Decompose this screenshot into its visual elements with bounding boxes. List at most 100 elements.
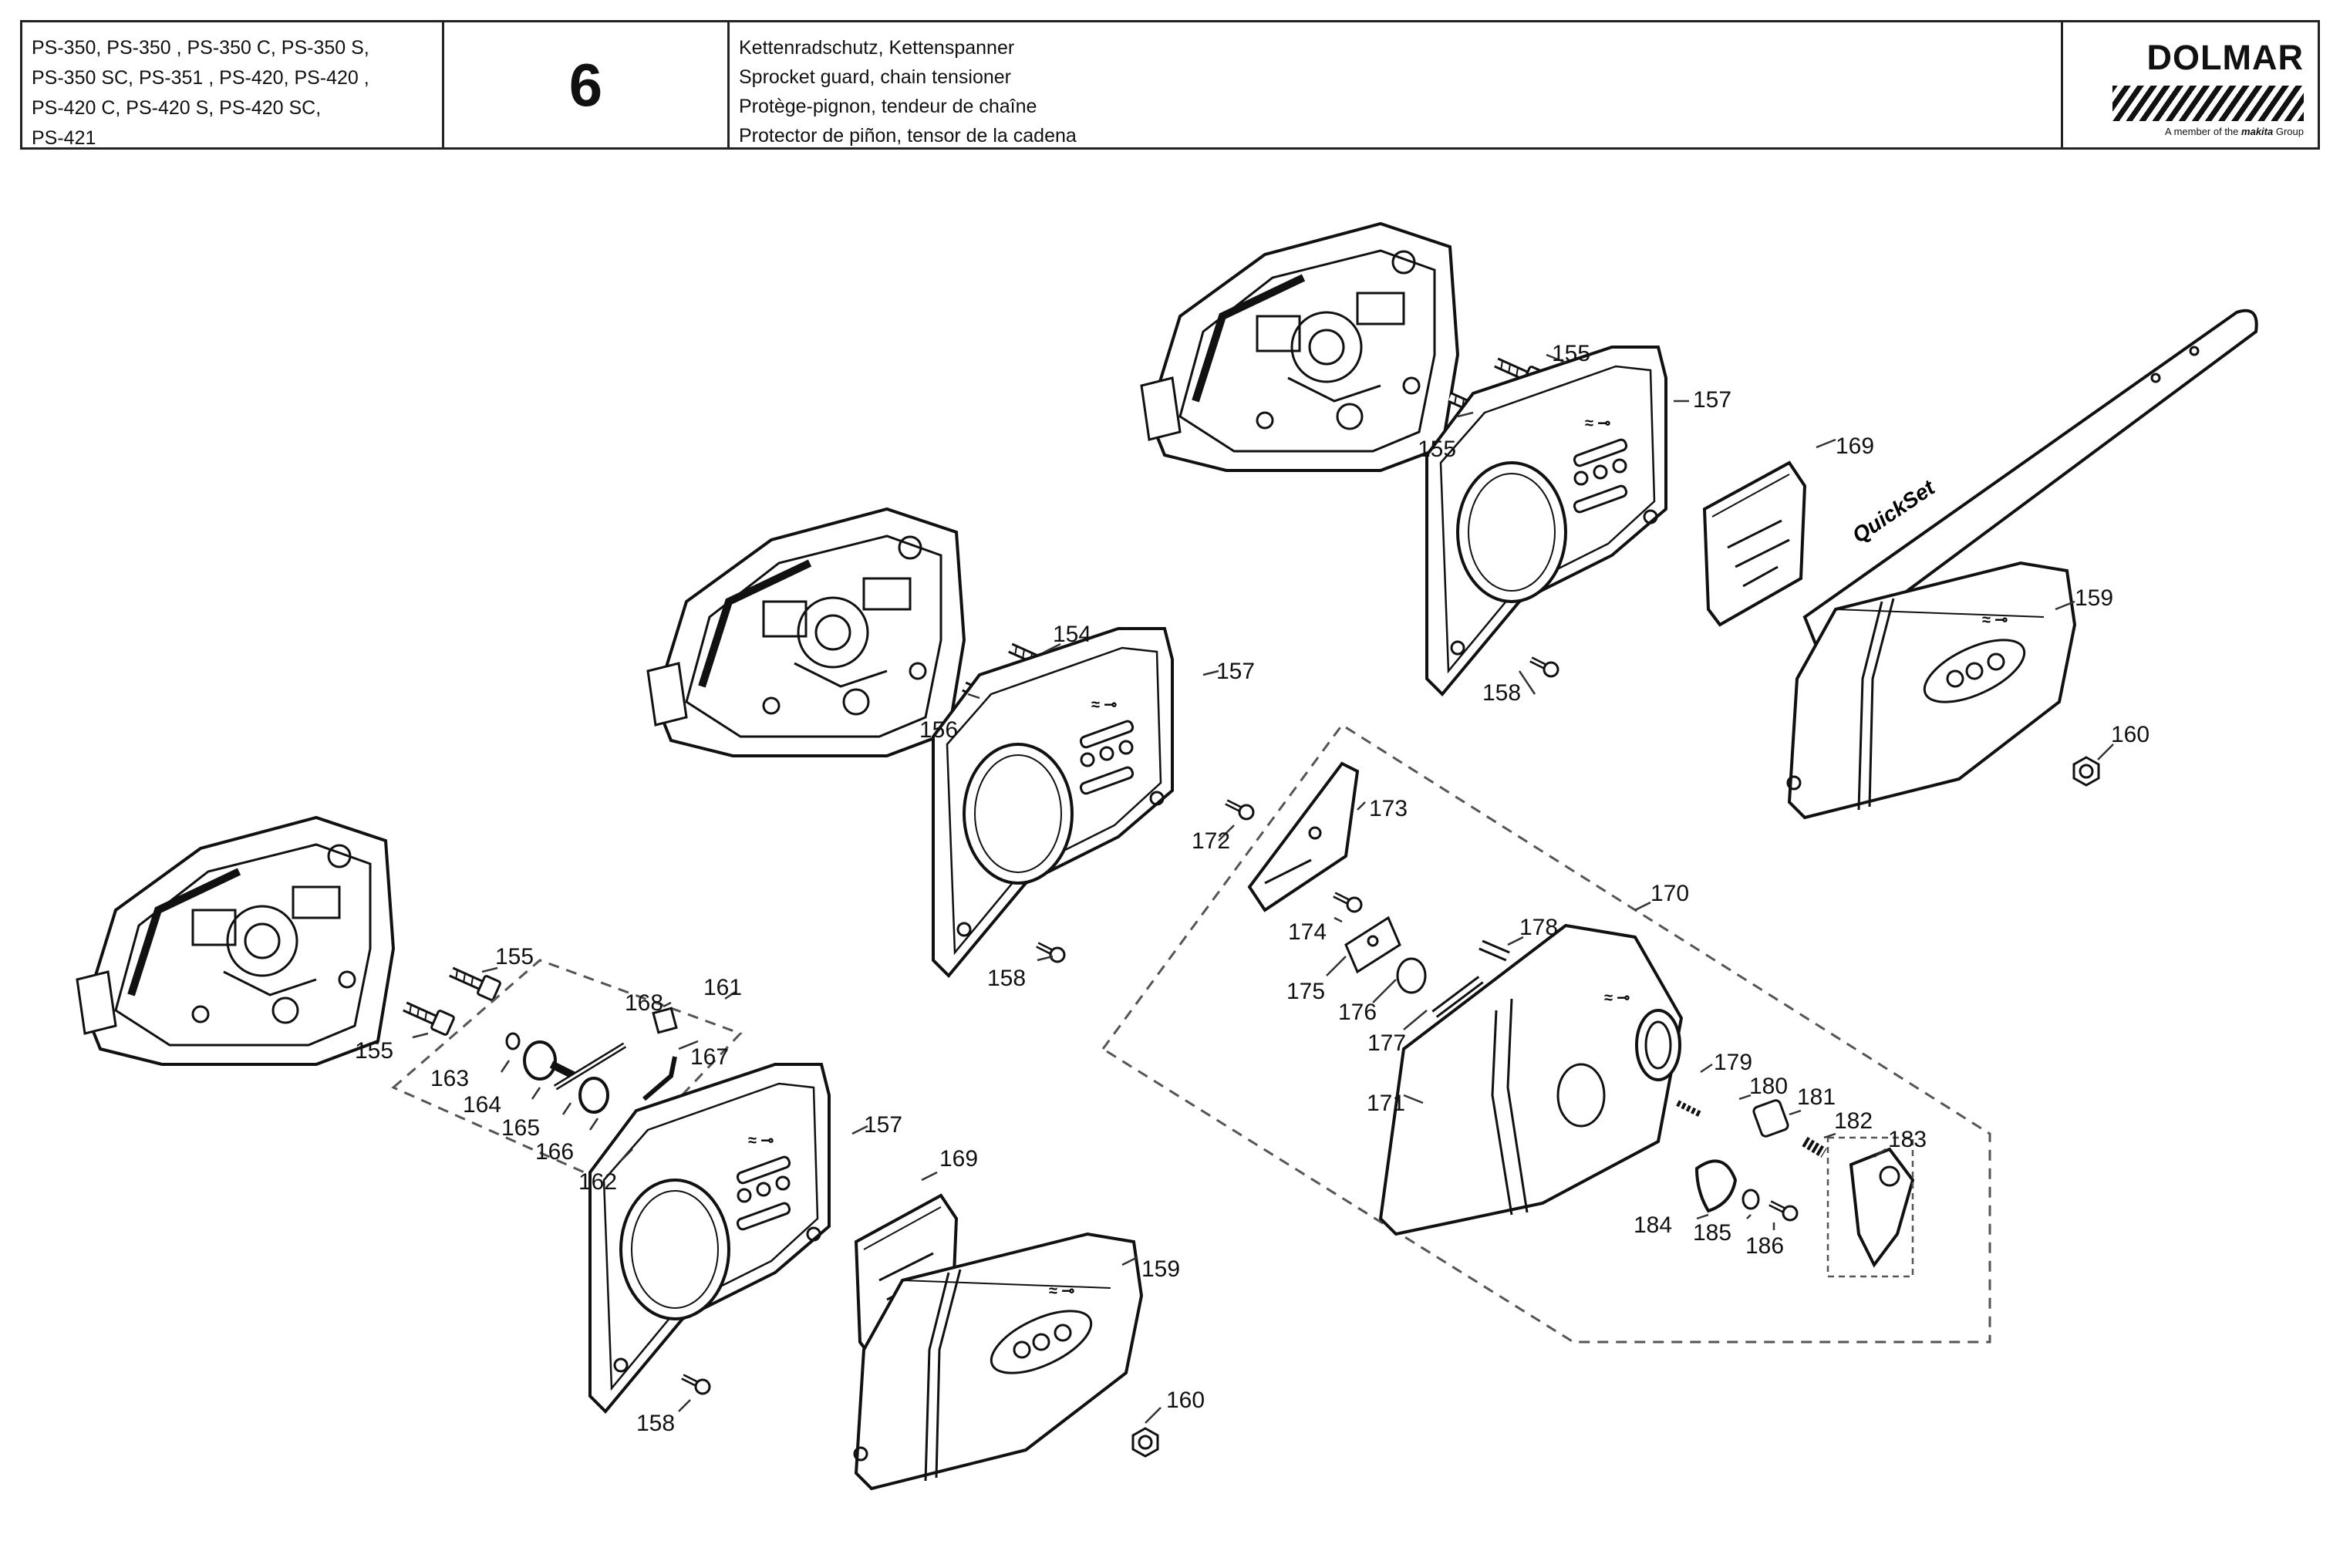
part-label-158: 158 bbox=[1482, 680, 1521, 706]
part-label-164: 164 bbox=[463, 1092, 501, 1118]
cover-nut bbox=[1131, 1427, 1159, 1458]
tensioner-screw-rod bbox=[553, 1042, 627, 1091]
model-line: PS-350 SC, PS-351 , PS-420, PS-420 , bbox=[32, 67, 369, 89]
brand-stripes-icon bbox=[2112, 86, 2304, 121]
engine-housing bbox=[77, 818, 393, 1064]
brand-name: DOLMAR bbox=[2146, 38, 2304, 77]
tensioner-hook bbox=[642, 1056, 677, 1101]
tensioner-pin bbox=[1479, 939, 1510, 962]
plate-screw bbox=[683, 1377, 710, 1394]
part-label-158: 158 bbox=[987, 966, 1026, 991]
part-label-155: 155 bbox=[355, 1038, 393, 1064]
tensioner-spring bbox=[1802, 1136, 1827, 1158]
part-label-180: 180 bbox=[1749, 1074, 1788, 1099]
engine-housing bbox=[1141, 224, 1458, 470]
brand-sub-suffix: Group bbox=[2275, 126, 2304, 137]
part-label-171: 171 bbox=[1367, 1091, 1405, 1116]
section-titles: Kettenradschutz, Kettenspanner Sprocket … bbox=[730, 22, 2063, 147]
part-label-166: 166 bbox=[535, 1139, 574, 1165]
tensioner-gear bbox=[523, 1040, 577, 1081]
part-label-168: 168 bbox=[625, 990, 663, 1016]
quickset-detail-box bbox=[1101, 723, 1991, 1344]
tensioner-washer bbox=[505, 1032, 521, 1050]
chain-catcher bbox=[1703, 461, 1806, 626]
part-label-182: 182 bbox=[1834, 1108, 1873, 1134]
model-line: PS-420 C, PS-420 S, PS-420 SC, bbox=[32, 97, 322, 119]
part-label-157: 157 bbox=[1216, 659, 1255, 684]
leader-lines bbox=[412, 353, 2114, 1424]
stud-bolt bbox=[405, 1005, 454, 1035]
part-label-161: 161 bbox=[703, 975, 742, 1000]
tensioner-screw bbox=[1334, 895, 1361, 912]
model-line: PS-421 bbox=[32, 127, 96, 149]
sprocket-guard-plate bbox=[588, 1063, 831, 1413]
part-label-175: 175 bbox=[1286, 979, 1325, 1004]
part-label-156: 156 bbox=[919, 717, 958, 743]
quickset-cover: ≈ ⊸ bbox=[1378, 923, 1684, 1236]
knob-detail-box bbox=[1826, 1136, 1914, 1278]
part-label-183: 183 bbox=[1888, 1127, 1927, 1152]
plate-screw bbox=[1531, 659, 1558, 676]
svg-text:≈ ⊸: ≈ ⊸ bbox=[1604, 990, 1630, 1007]
tensioner-lever bbox=[1694, 1159, 1738, 1213]
part-label-181: 181 bbox=[1797, 1084, 1836, 1110]
brand-sub-prefix: A member of the bbox=[2165, 126, 2239, 137]
brand-sub-name: makita bbox=[2241, 126, 2274, 137]
sprocket-guard-plate bbox=[932, 627, 1174, 977]
part-label-169: 169 bbox=[939, 1146, 978, 1172]
part-label-160: 160 bbox=[2111, 722, 2149, 747]
tensioner-screw bbox=[1770, 1203, 1797, 1220]
tensioner-clip bbox=[652, 1007, 678, 1034]
part-label-157: 157 bbox=[1693, 387, 1731, 413]
title-english: Sprocket guard, chain tensioner bbox=[739, 66, 1011, 88]
part-label-170: 170 bbox=[1650, 881, 1689, 906]
part-label-163: 163 bbox=[430, 1066, 469, 1091]
title-french: Protège-pignon, tendeur de chaîne bbox=[739, 96, 1037, 117]
part-label-173: 173 bbox=[1369, 796, 1408, 821]
tensioner-bushing bbox=[1752, 1099, 1789, 1138]
part-label-158: 158 bbox=[636, 1411, 675, 1436]
part-label-172: 172 bbox=[1192, 828, 1230, 854]
part-label-155: 155 bbox=[495, 944, 534, 969]
part-label-167: 167 bbox=[690, 1044, 729, 1070]
part-label-159: 159 bbox=[2075, 585, 2113, 611]
model-list: PS-350, PS-350 , PS-350 C, PS-350 S, PS-… bbox=[22, 22, 444, 149]
tensioner-knob bbox=[1849, 1147, 1915, 1268]
engine-housing bbox=[648, 509, 964, 756]
tensioner-detail-box bbox=[391, 959, 743, 1182]
title-block: PS-350, PS-350 , PS-350 C, PS-350 S, PS-… bbox=[20, 20, 2320, 150]
tensioner-screw bbox=[1226, 802, 1253, 819]
tensioner-gear bbox=[1396, 957, 1427, 994]
part-label-174: 174 bbox=[1288, 919, 1327, 945]
stud-bolt bbox=[451, 970, 501, 1000]
title-german: Kettenradschutz, Kettenspanner bbox=[739, 37, 1015, 59]
tensioner-slider bbox=[1344, 916, 1401, 974]
part-label-186: 186 bbox=[1745, 1233, 1784, 1259]
section-number: 6 bbox=[444, 22, 730, 147]
part-label-165: 165 bbox=[501, 1115, 540, 1141]
tensioner-spindle bbox=[1431, 976, 1484, 1018]
brand-logo: DOLMAR A member of the makita Group bbox=[2063, 22, 2318, 147]
part-label-160: 160 bbox=[1166, 1388, 1205, 1413]
part-label-162: 162 bbox=[578, 1169, 617, 1195]
exploded-parts-drawing: ≈ ⊸ ≈ ⊸ bbox=[0, 154, 2258, 1490]
title-spanish: Protector de piñon, tensor de la cadena bbox=[739, 125, 1077, 147]
part-label-179: 179 bbox=[1714, 1050, 1752, 1075]
cover-nut bbox=[2072, 756, 2100, 787]
tensioner-plate bbox=[1247, 761, 1360, 912]
tensioner-nut bbox=[578, 1077, 609, 1114]
part-label-157: 157 bbox=[864, 1112, 902, 1138]
part-label-159: 159 bbox=[1141, 1256, 1180, 1282]
part-label-154: 154 bbox=[1053, 622, 1091, 647]
part-label-155: 155 bbox=[1418, 437, 1456, 462]
brand-subline: A member of the makita Group bbox=[2165, 126, 2304, 137]
part-label-176: 176 bbox=[1338, 1000, 1377, 1025]
part-label-169: 169 bbox=[1836, 433, 1874, 459]
part-label-184: 184 bbox=[1634, 1212, 1672, 1238]
part-label-185: 185 bbox=[1693, 1220, 1731, 1246]
part-label-155: 155 bbox=[1552, 341, 1590, 366]
tensioner-washer bbox=[1742, 1189, 1760, 1210]
model-line: PS-350, PS-350 , PS-350 C, PS-350 S, bbox=[32, 37, 369, 59]
part-label-178: 178 bbox=[1519, 915, 1558, 940]
part-label-177: 177 bbox=[1367, 1030, 1406, 1056]
